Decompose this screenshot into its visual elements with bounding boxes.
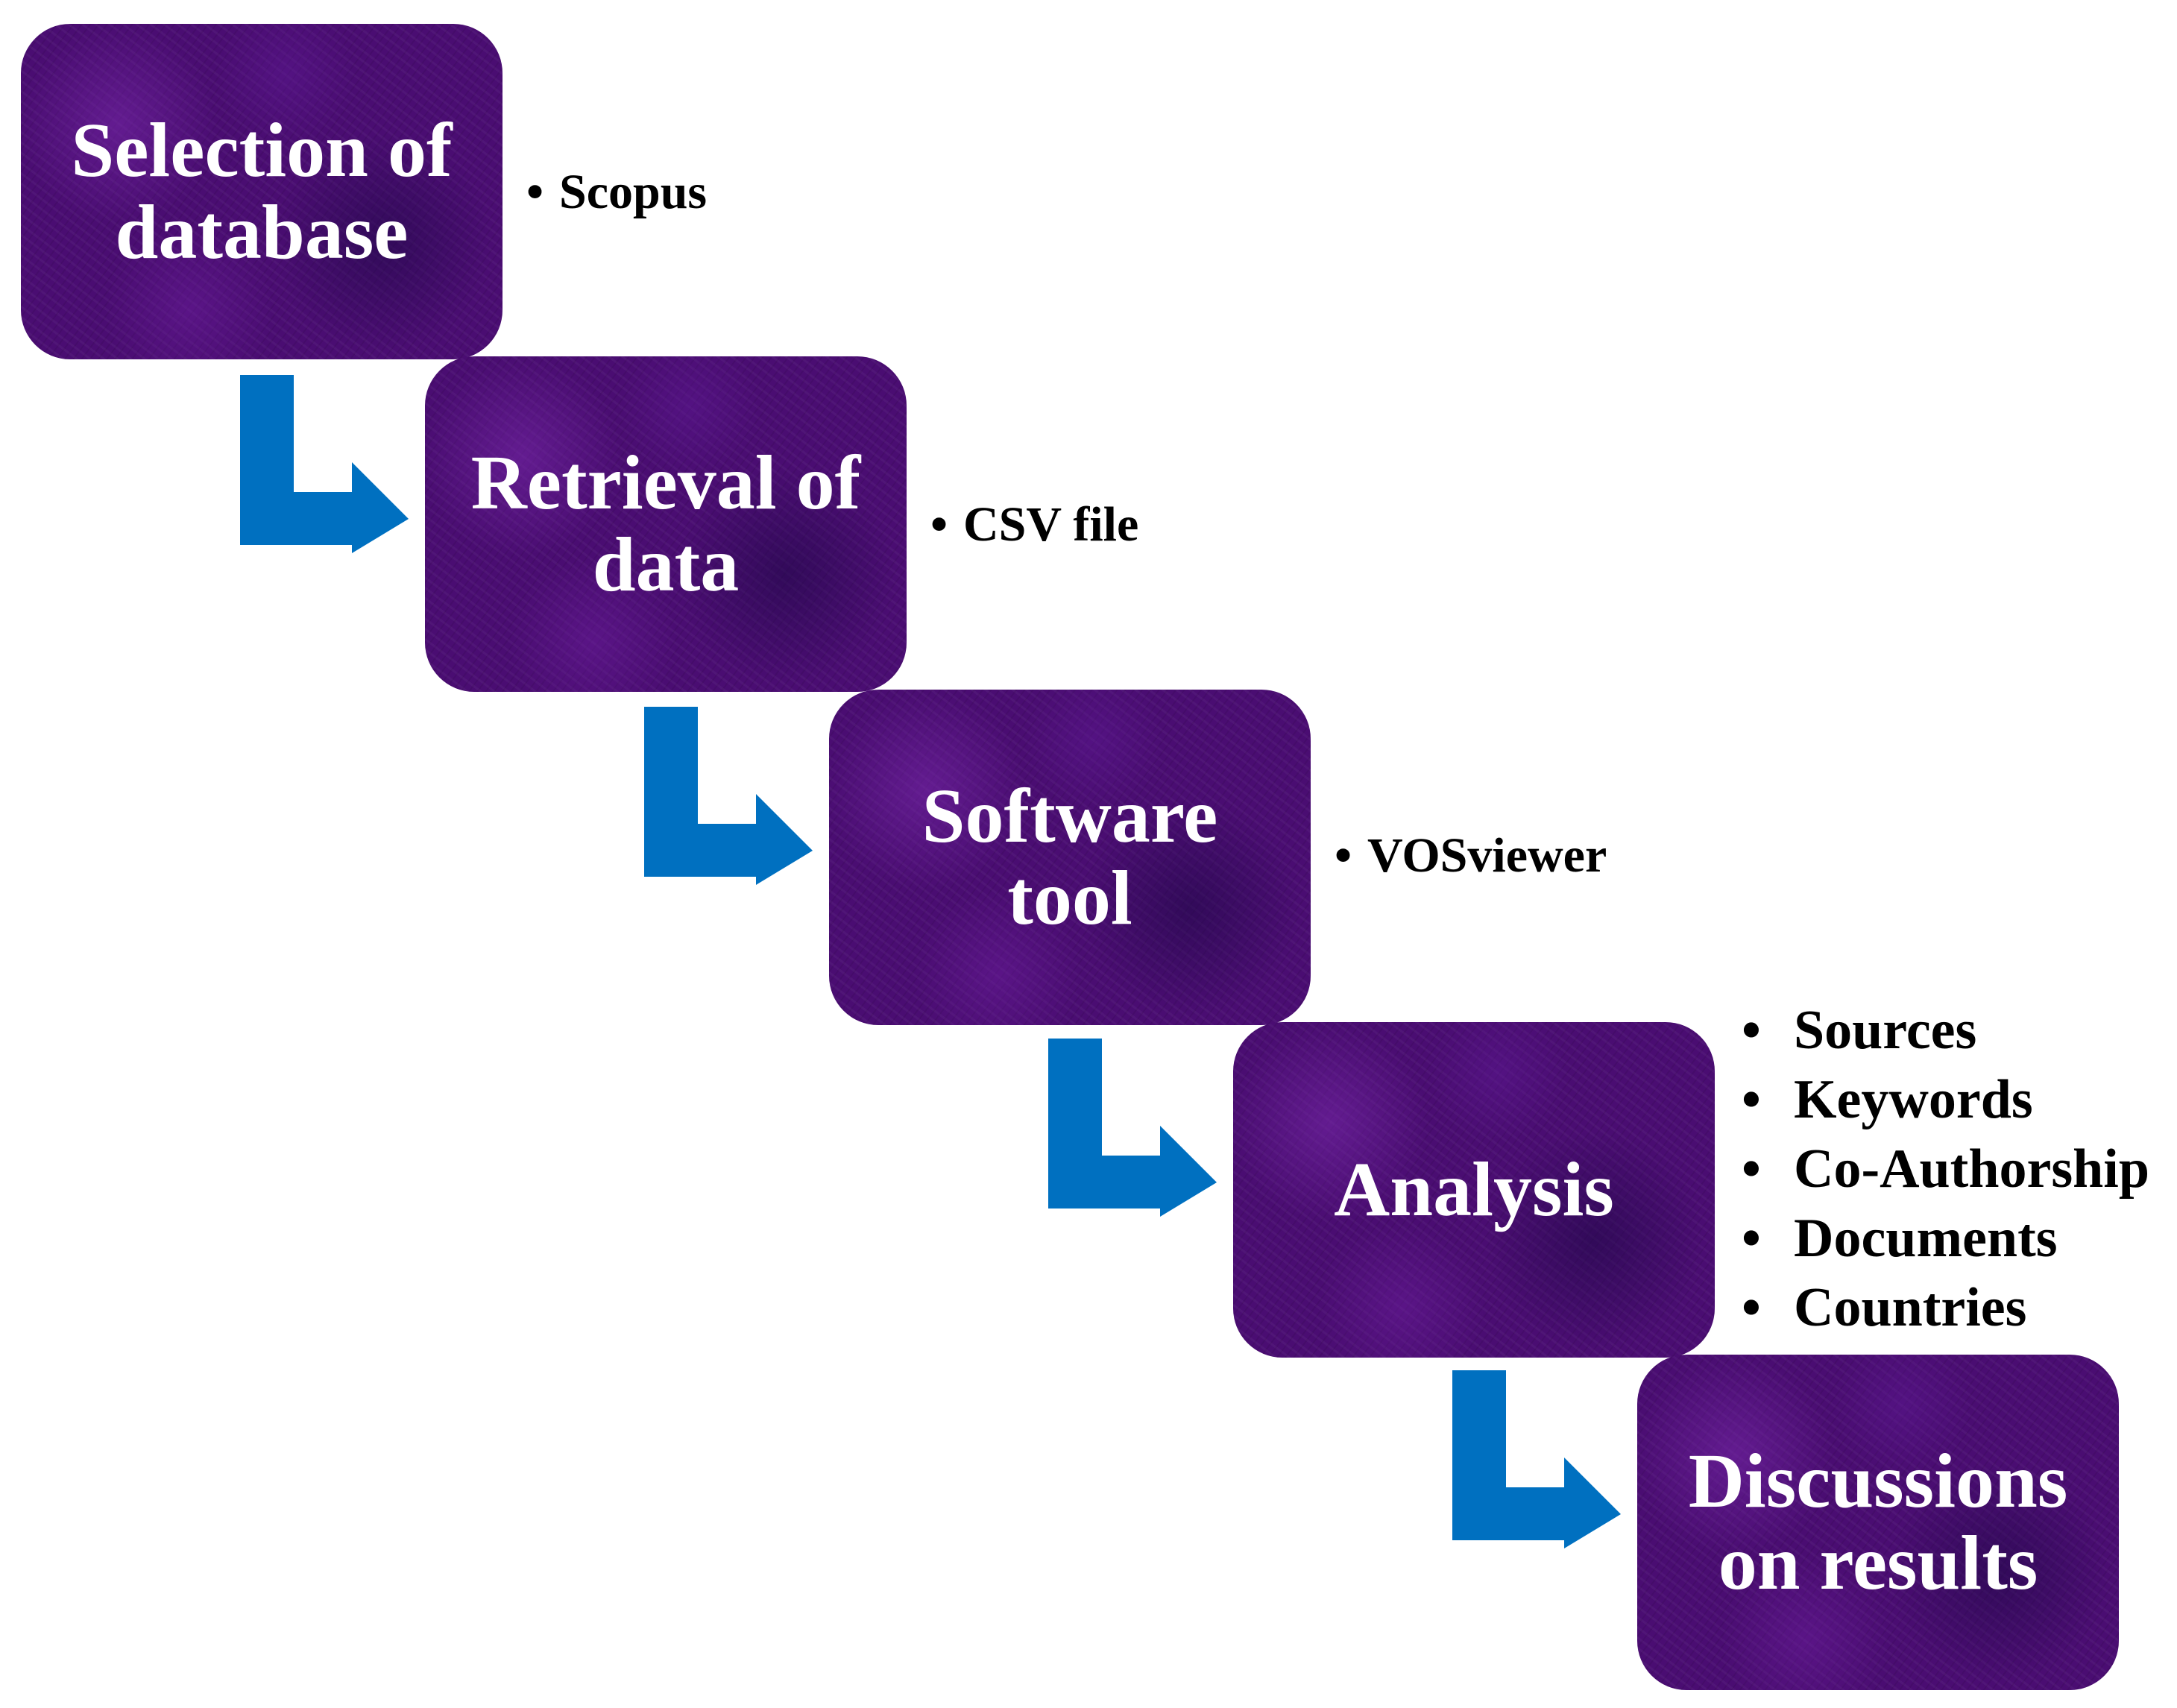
step-box-discussions-on-results: Discussions on results bbox=[1637, 1355, 2119, 1690]
bent-arrow-right-icon bbox=[1452, 1370, 1624, 1549]
step-notes-selection-of-database: Scopus bbox=[526, 163, 707, 222]
note-item: Documents bbox=[1742, 1204, 2149, 1273]
step-box-software-tool: Software tool bbox=[829, 690, 1311, 1025]
bent-arrow-right-icon bbox=[1048, 1039, 1220, 1217]
step-box-selection-of-database: Selection of database bbox=[21, 24, 502, 359]
step-notes-analysis: Sources Keywords Co-Authorship Documents… bbox=[1742, 996, 2149, 1343]
note-item: CSV file bbox=[930, 495, 1138, 555]
note-item: Countries bbox=[1742, 1273, 2149, 1343]
step-title: Discussions on results bbox=[1688, 1438, 2068, 1606]
step-title: Selection of database bbox=[71, 107, 453, 275]
bent-arrow-right-icon bbox=[644, 707, 816, 886]
step-title: Software tool bbox=[921, 773, 1218, 941]
note-item: VOSviewer bbox=[1335, 826, 1607, 886]
note-item: Keywords bbox=[1742, 1065, 2149, 1135]
step-box-analysis: Analysis bbox=[1233, 1022, 1715, 1358]
note-item: Co-Authorship bbox=[1742, 1135, 2149, 1204]
step-box-retrieval-of-data: Retrieval of data bbox=[425, 356, 907, 692]
bent-arrow-right-icon bbox=[240, 375, 412, 554]
step-title: Analysis bbox=[1334, 1147, 1614, 1232]
step-notes-software-tool: VOSviewer bbox=[1335, 826, 1607, 886]
step-title: Retrieval of data bbox=[470, 440, 861, 608]
step-notes-retrieval-of-data: CSV file bbox=[930, 495, 1138, 555]
note-item: Scopus bbox=[526, 163, 707, 222]
note-item: Sources bbox=[1742, 996, 2149, 1065]
